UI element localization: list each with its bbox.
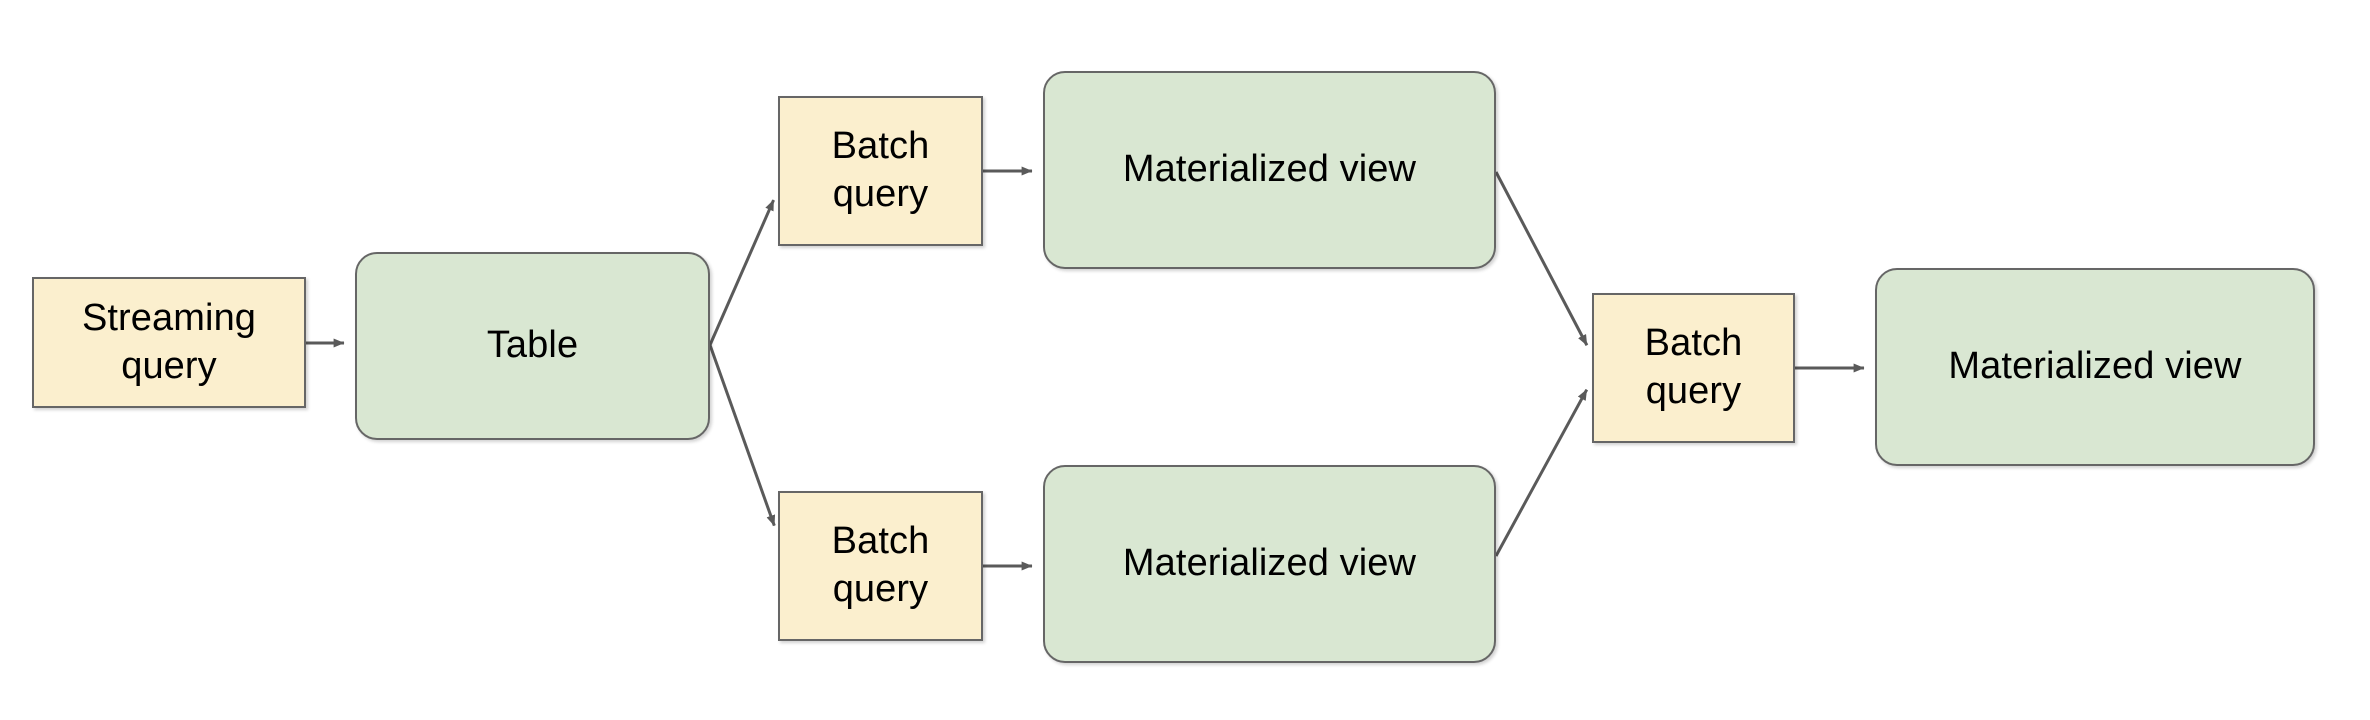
edge-mv-top-to-batch-merge (1494, 171, 1589, 346)
edge-table-to-batch-top (708, 199, 775, 346)
edge-mv-bottom-to-batch-merge (1494, 388, 1589, 557)
node-materialized-view-final[interactable]: Materialized view (1875, 268, 2315, 466)
node-label-materialized-view-final: Materialized view (1948, 345, 2242, 388)
node-batch-query-top[interactable]: Batch query (778, 96, 983, 246)
node-label-materialized-view-bottom: Materialized view (1122, 542, 1417, 585)
node-streaming-query[interactable]: Streaming query (32, 277, 306, 408)
node-label-batch-query-merge: Batch query (1644, 322, 1743, 412)
node-materialized-view-top[interactable]: Materialized view (1043, 71, 1496, 269)
node-label-materialized-view-top: Materialized view (1122, 148, 1417, 191)
node-label-batch-query-top: Batch query (831, 125, 930, 215)
edge-table-to-batch-bottom (708, 344, 776, 527)
node-table[interactable]: Table (355, 252, 710, 440)
node-label-batch-query-bottom: Batch query (831, 520, 930, 610)
node-batch-query-merge[interactable]: Batch query (1592, 293, 1795, 443)
node-label-table: Table (486, 324, 579, 367)
node-batch-query-bottom[interactable]: Batch query (778, 491, 983, 641)
node-label-streaming-query: Streaming query (81, 296, 257, 387)
node-materialized-view-bottom[interactable]: Materialized view (1043, 465, 1496, 663)
